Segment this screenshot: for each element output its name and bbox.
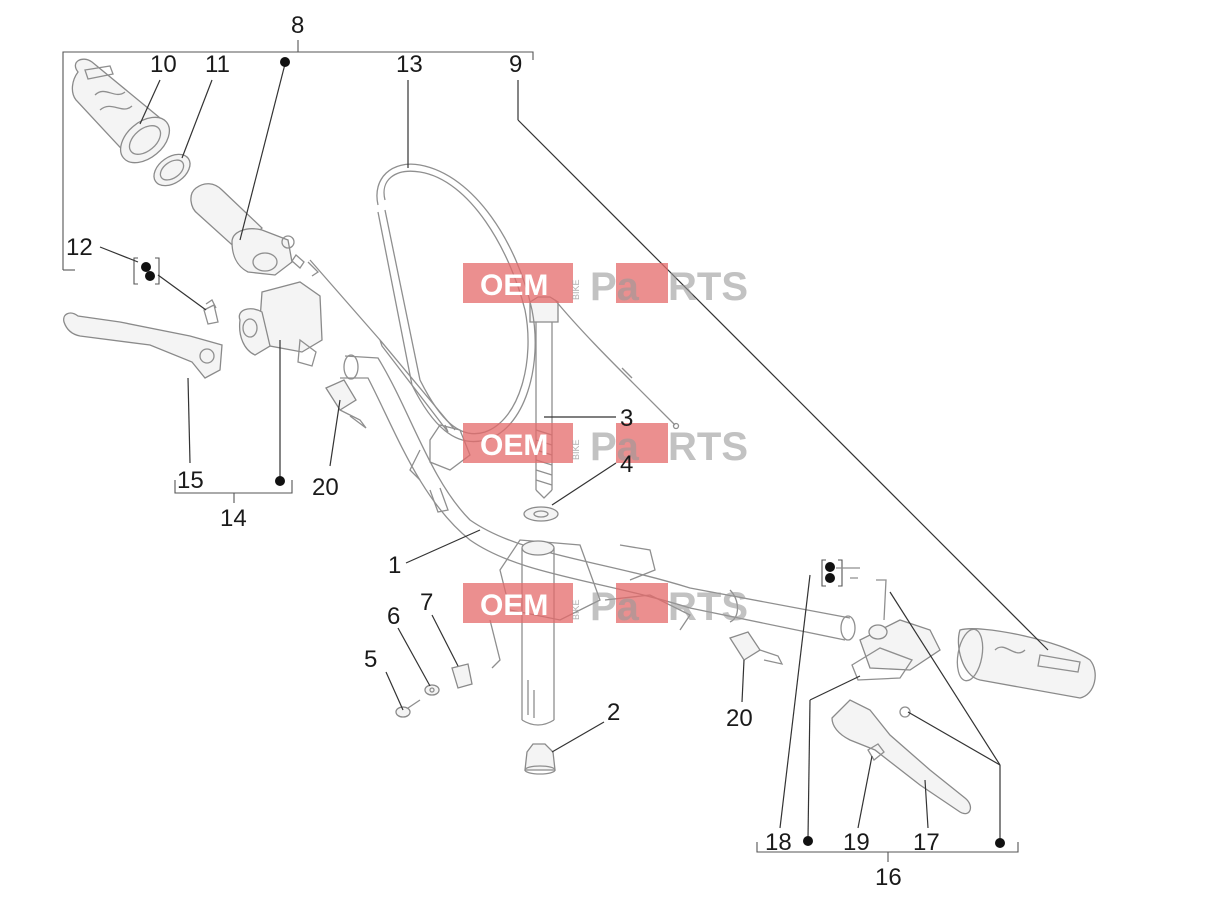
brake-master-right [836, 567, 941, 681]
label-1: 1 [388, 552, 401, 579]
svg-text:OEM: OEM [480, 589, 548, 622]
label-8: 8 [291, 12, 304, 39]
ring-11 [153, 153, 191, 187]
leader-lines [99, 63, 1049, 840]
label-20-left: 20 [312, 474, 339, 501]
label-3: 3 [620, 405, 633, 432]
label-18: 18 [765, 829, 792, 856]
switch-20-left [325, 379, 367, 429]
grip-right [956, 628, 1096, 699]
label-5: 5 [364, 646, 377, 673]
svg-text:OEM: OEM [480, 429, 548, 462]
label-10: 10 [150, 51, 177, 78]
steering-column [521, 540, 555, 726]
label-4: 4 [620, 451, 633, 478]
screw-5 [395, 699, 421, 718]
label-17: 17 [913, 829, 940, 856]
watermark-mid: OEM BIKE Pa RTS [463, 423, 748, 469]
label-13: 13 [396, 51, 423, 78]
washer-6 [424, 684, 440, 696]
svg-text:BIKE: BIKE [571, 599, 581, 620]
label-16: 16 [875, 864, 902, 891]
svg-text:Pa: Pa [590, 425, 640, 469]
svg-text:BIKE: BIKE [571, 439, 581, 460]
switch-20-right [729, 631, 784, 665]
switch-block [238, 281, 323, 367]
bullet-dots [141, 57, 1005, 848]
lever-15 [63, 312, 223, 379]
label-14: 14 [220, 505, 247, 532]
label-6: 6 [387, 603, 400, 630]
cable-13 [309, 163, 680, 443]
label-2: 2 [607, 699, 620, 726]
label-12: 12 [66, 234, 93, 261]
part-labels: 8 9 10 11 13 12 15 14 20 3 4 1 6 7 5 2 2… [66, 12, 940, 891]
svg-text:OEM: OEM [480, 269, 548, 302]
washer-4 [523, 506, 559, 522]
clip-7 [451, 663, 473, 689]
label-7: 7 [420, 589, 433, 616]
label-9: 9 [509, 51, 522, 78]
group-bracket-16 [756, 842, 1019, 862]
bracket-18 [821, 559, 843, 587]
watermark-bottom: OEM BIKE Pa RTS [463, 583, 748, 629]
group-bracket-8-9 [62, 40, 534, 271]
cap-2 [524, 743, 556, 775]
screw-12 [203, 299, 219, 325]
svg-text:Pa: Pa [590, 585, 640, 629]
label-15: 15 [177, 467, 204, 494]
bracket-12 [133, 257, 160, 285]
label-20-right: 20 [726, 705, 753, 732]
svg-text:RTS: RTS [668, 425, 748, 469]
label-11: 11 [205, 51, 230, 78]
label-19: 19 [843, 829, 870, 856]
svg-text:RTS: RTS [668, 265, 748, 309]
svg-text:BIKE: BIKE [571, 279, 581, 300]
grip-10 [71, 58, 171, 164]
group-bracket-14 [174, 480, 293, 503]
lever-17 [831, 699, 972, 815]
watermark-top: OEM BIKE Pa RTS [463, 263, 748, 309]
svg-text:RTS: RTS [668, 585, 748, 629]
throttle-8 [190, 183, 320, 277]
svg-text:Pa: Pa [590, 265, 640, 309]
